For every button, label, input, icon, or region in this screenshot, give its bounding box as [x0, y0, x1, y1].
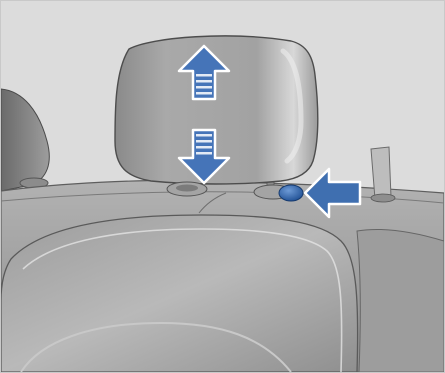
headrest-guide-left-inner	[176, 185, 198, 192]
seatbelt-tab-base	[371, 194, 395, 202]
seat-cushion-panel	[1, 215, 358, 372]
seat-right-bolster	[357, 229, 444, 372]
seatbelt-tab	[371, 147, 391, 199]
headrest-release-button[interactable]	[279, 185, 303, 201]
